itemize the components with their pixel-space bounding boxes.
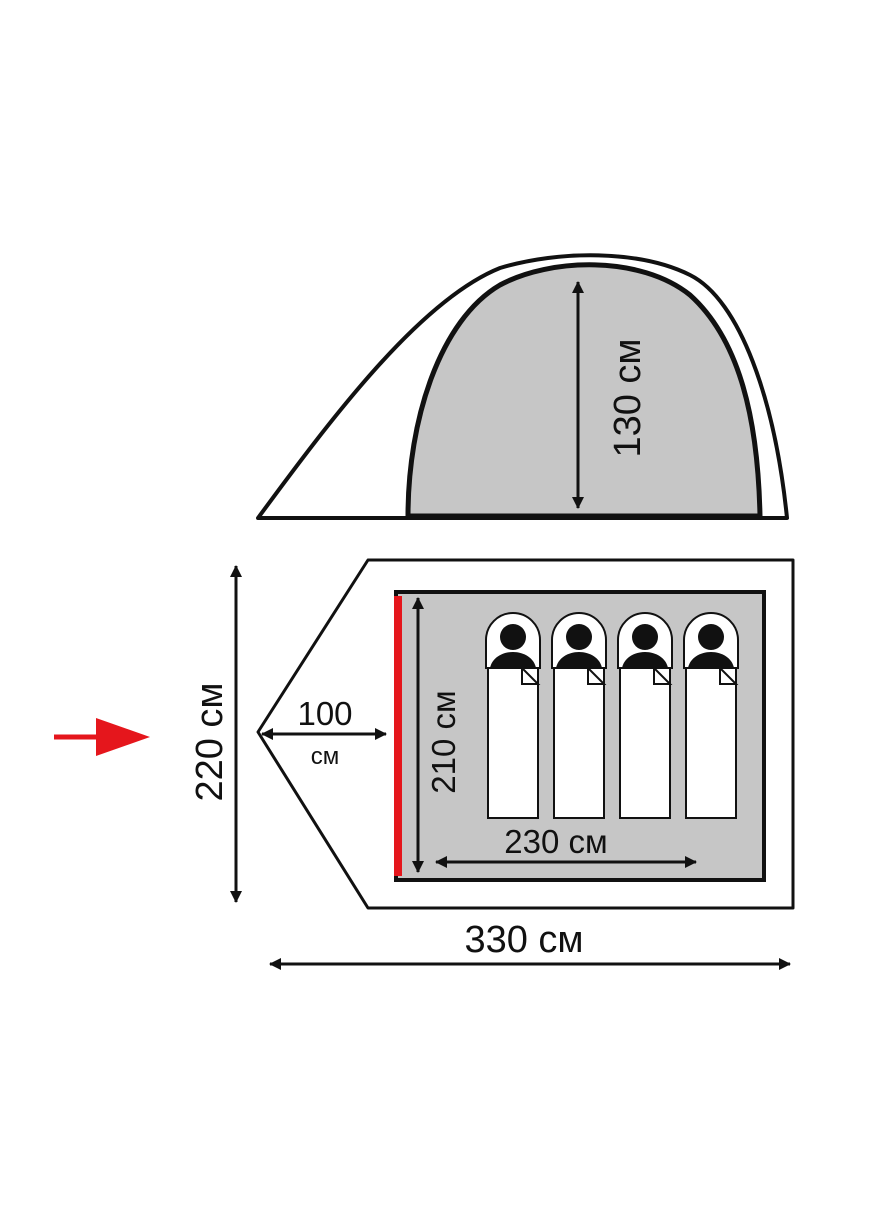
sleeping-bag-body bbox=[487, 667, 539, 819]
person-silhouette-icon bbox=[688, 624, 734, 668]
sleeping-bag-fold bbox=[521, 665, 541, 685]
sleeping-places bbox=[485, 612, 739, 819]
vestibule-depth-value: 100 bbox=[297, 695, 352, 732]
inner-width-label: 230 см bbox=[504, 823, 607, 860]
vestibule-depth-unit: см bbox=[311, 743, 340, 770]
sleeping-bag-fold bbox=[587, 665, 607, 685]
sleeping-bag-body bbox=[553, 667, 605, 819]
sleeping-place bbox=[551, 612, 607, 819]
arrow-right-icon bbox=[54, 718, 150, 756]
sleeping-place bbox=[617, 612, 673, 819]
total-width-label: 220 см bbox=[189, 682, 231, 801]
inner-tent-height-label: 130 см bbox=[607, 338, 649, 457]
inner-tent-profile bbox=[405, 262, 763, 519]
sleeping-bag-body bbox=[685, 667, 737, 819]
sleeping-bag-fold bbox=[719, 665, 739, 685]
sleeping-bag-fold bbox=[653, 665, 673, 685]
total-length-label: 330 см bbox=[464, 919, 583, 961]
person-silhouette-icon bbox=[622, 624, 668, 668]
side-view: 130 см bbox=[256, 253, 789, 520]
person-silhouette-icon bbox=[490, 624, 536, 668]
person-silhouette-icon bbox=[556, 624, 602, 668]
sleeping-place bbox=[485, 612, 541, 819]
inner-length-label: 210 см bbox=[425, 690, 462, 793]
top-view: 210 см 230 см 100 см 220 см 330 см bbox=[54, 558, 795, 970]
sleeping-bag-body bbox=[619, 667, 671, 819]
sleeping-place bbox=[683, 612, 739, 819]
